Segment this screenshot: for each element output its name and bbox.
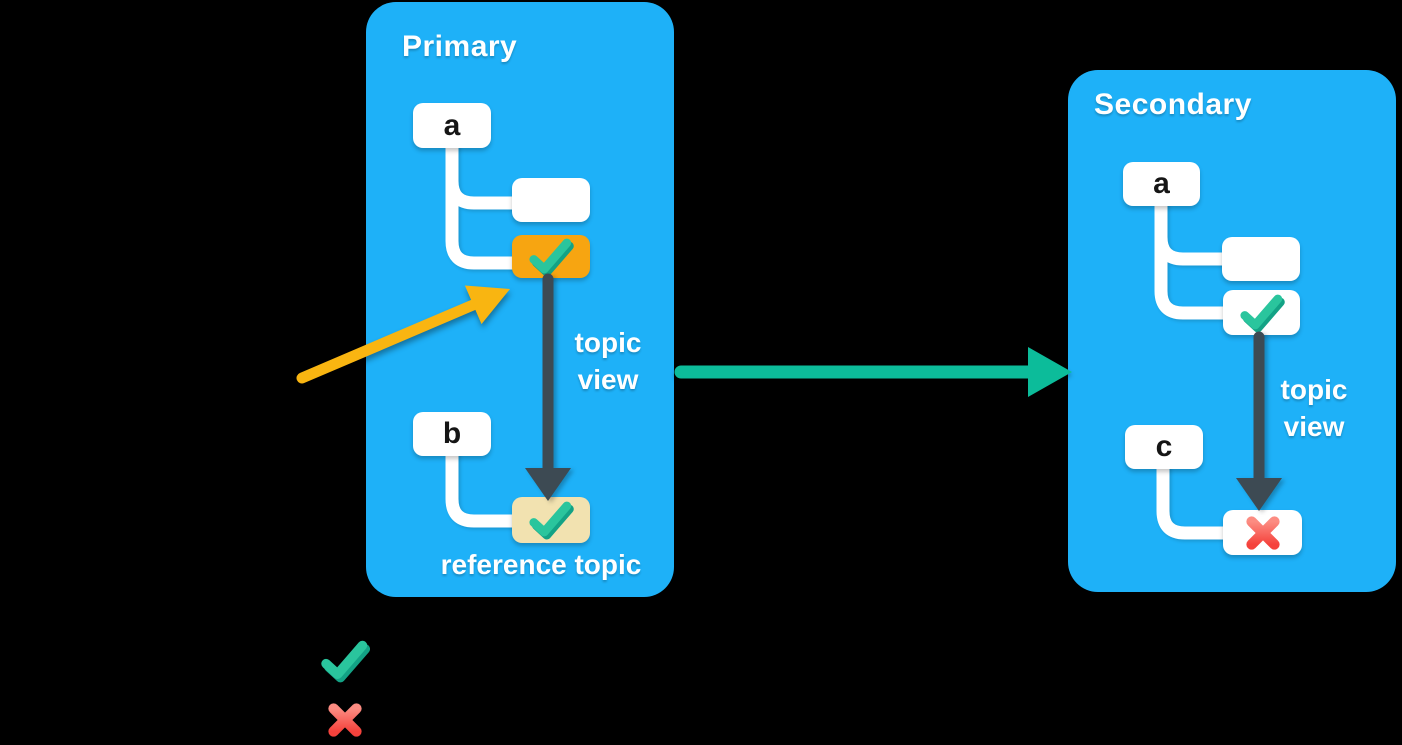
connector-c-to-cross-topic (1156, 453, 1234, 540)
primary-map-node-b-label: b (442, 417, 462, 450)
secondary-map-node-c: c (1125, 425, 1203, 469)
secondary-map-node-a-label: a (1153, 167, 1170, 200)
connector-strokes (445, 133, 1234, 540)
connector-a2-to-check-topic (1154, 193, 1233, 320)
arrow-head (1028, 347, 1072, 397)
secondary-topic-view-arrow (1236, 331, 1282, 511)
primary-topic-view-arrow (525, 273, 571, 501)
secondary-map-node-a: a (1123, 162, 1200, 206)
primary-selected-topic-node (512, 235, 590, 278)
primary-panel-title: Primary (402, 30, 518, 63)
primary-map-node-a: a (413, 103, 491, 148)
primary-reference-topic-node (512, 497, 590, 543)
secondary-excluded-topic-node (1223, 510, 1302, 555)
arrow-head (1236, 478, 1282, 511)
primary-map-node-b: b (413, 412, 491, 456)
gold-pointer-arrow (296, 285, 510, 384)
secondary-check-topic-node (1223, 290, 1300, 335)
cross-icon (1245, 515, 1280, 550)
arrow-head (464, 285, 510, 325)
secondary-topic-node (1222, 237, 1300, 281)
connector-b-to-reference-topic (445, 443, 523, 528)
check-icon (1239, 294, 1285, 332)
check-icon (529, 501, 574, 540)
arrow-head (525, 468, 571, 501)
check-icon (529, 238, 574, 276)
secondary-map-node-c-label: c (1155, 430, 1173, 463)
legend-cross-icon (328, 703, 362, 737)
secondary-topic-view-label: topic view (1280, 374, 1348, 442)
legend-check-icon (321, 640, 370, 683)
primary-map-node-a-label: a (443, 108, 461, 142)
primary-to-secondary-arrow (674, 347, 1072, 397)
primary-topic-view-label: topic view (574, 327, 642, 395)
connector-a-to-selected-topic (445, 133, 523, 270)
secondary-panel-title: Secondary (1094, 88, 1252, 121)
primary-topic-node (512, 178, 590, 222)
reference-topic-label: reference topic (440, 549, 642, 580)
